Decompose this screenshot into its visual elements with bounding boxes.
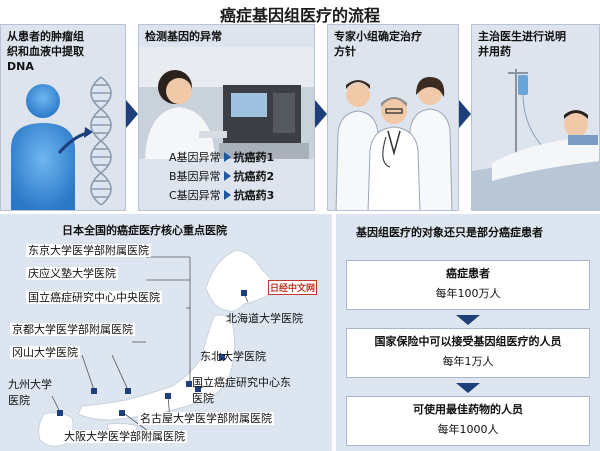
step-3-caption: 专家小组确定治疗 方针 — [334, 29, 422, 59]
flow-arrow-2 — [315, 100, 327, 128]
kyushu-line-1: 九州大学 — [8, 378, 52, 391]
funnel-title: 基因组医疗的对象还只是部分癌症患者 — [356, 226, 543, 239]
step-panel-extract-dna: 从患者的肿瘤组 织和血液中提取 DNA — [0, 24, 126, 211]
drug-2-label: 抗癌药2 — [233, 170, 275, 183]
human-dna-illustration — [11, 76, 112, 210]
funnel-level-1-label: 癌症患者 — [446, 267, 490, 280]
doctors-illustration — [335, 77, 453, 210]
step-1-line-3: DNA — [7, 60, 34, 73]
gene-c-label: C基因异常 — [169, 189, 221, 202]
patient-gown — [568, 135, 598, 145]
step-4-line-1: 主治医生进行说明 — [478, 30, 566, 43]
monitor-screen — [231, 93, 267, 117]
drug-1-label: 抗癌药1 — [233, 151, 275, 164]
gene-row-b: B基因异常抗癌药2 — [169, 169, 274, 184]
blanket — [492, 135, 599, 181]
hospital-kyushu-univ: 九州大学 医院 — [8, 378, 52, 407]
step-1-caption: 从患者的肿瘤组 织和血液中提取 DNA — [7, 29, 84, 74]
funnel-level-2-value: 每年1万人 — [442, 355, 494, 368]
funnel-level-3-label: 可使用最佳药物的人员 — [413, 403, 523, 416]
person-body-icon — [11, 123, 75, 210]
triangle-right-icon — [223, 152, 231, 162]
person-head-icon — [26, 84, 60, 118]
lab-coat — [145, 107, 215, 159]
hospital-map-section: 日本全国的癌症医疗核心重点医院 东京大学医学部附属医院 庆应义塾大学医院 国立癌… — [0, 214, 332, 451]
patient-funnel-section: 基因组医疗的对象还只是部分癌症患者 癌症患者 每年100万人 国家保险中可以接受… — [336, 214, 600, 451]
kyushu-line-2: 医院 — [8, 394, 30, 407]
hospital-kyoto-univ: 京都大学医学部附属医院 — [10, 323, 135, 336]
funnel-level-3: 可使用最佳药物的人员 每年1000人 — [346, 396, 590, 446]
nikkei-watermark-logo: 日经中文网 — [268, 280, 318, 295]
honshu-shape — [77, 314, 236, 421]
gene-row-a: A基因异常抗癌药1 — [169, 150, 274, 165]
triangle-right-icon — [223, 190, 231, 200]
step-panel-physician-treatment: 主治医生进行说明 并用药 — [471, 24, 600, 211]
page-title: 癌症基因组医疗的流程 — [219, 6, 380, 25]
step-2-caption: 检测基因的异常 — [145, 30, 222, 43]
hospital-okayama-univ: 冈山大学医院 — [10, 346, 80, 359]
hospital-tokyo-univ: 东京大学医学部附属医院 — [26, 244, 151, 257]
funnel-level-1: 癌症患者 每年100万人 — [346, 260, 590, 310]
funnel-level-2: 国家保险中可以接受基因组医疗的人员 每年1万人 — [346, 328, 590, 378]
flow-arrow-3 — [459, 100, 471, 128]
funnel-level-1-value: 每年100万人 — [435, 287, 501, 300]
gene-row-c: C基因异常抗癌药3 — [169, 188, 274, 203]
step-1-line-2: 织和血液中提取 — [7, 45, 84, 58]
step-panel-gene-test: 检测基因的异常 A基因异常抗癌药1 B基因异常抗癌药2 C基因异常抗癌药3 — [138, 24, 315, 211]
funnel-arrow-down-icon — [456, 383, 480, 393]
arrow-icon — [84, 127, 93, 138]
ncc-east-line-2: 医院 — [192, 392, 214, 405]
patient-in-bed-illustration — [472, 69, 599, 210]
hospitals-title: 日本全国的癌症医疗核心重点医院 — [62, 224, 227, 237]
hospital-nagoya-univ: 名古屋大学医学部附属医院 — [138, 412, 274, 425]
hospital-hokkaido-univ: 北海道大学医院 — [226, 312, 303, 325]
hospital-ncc-central: 国立癌症研究中心中央医院 — [26, 291, 162, 304]
hospital-ncc-east: 国立癌症研究中心东 医院 — [192, 376, 291, 405]
funnel-level-2-label: 国家保险中可以接受基因组医疗的人员 — [374, 335, 562, 348]
step-4-caption: 主治医生进行说明 并用药 — [478, 29, 566, 59]
triangle-right-icon — [223, 171, 231, 181]
step-3-line-1: 专家小组确定治疗 — [334, 30, 422, 43]
hospital-tohoku-univ: 东北大学医院 — [200, 350, 266, 363]
dna-helix-icon — [90, 76, 112, 206]
hospital-markers — [57, 290, 247, 416]
ncc-east-line-1: 国立癌症研究中心东 — [192, 376, 291, 389]
iv-bag-icon — [518, 75, 528, 95]
japan-map-illustration — [38, 249, 273, 447]
funnel-arrow-down-icon — [456, 315, 480, 325]
step-1-line-1: 从患者的肿瘤组 — [7, 30, 84, 43]
technician-face — [166, 78, 192, 104]
bed-icon — [472, 151, 599, 210]
hospital-osaka-univ: 大阪大学医学部附属医院 — [62, 430, 187, 443]
drug-3-label: 抗癌药3 — [233, 189, 275, 202]
step-panel-expert-team: 专家小组确定治疗 方针 — [327, 24, 459, 211]
gene-b-label: B基因异常 — [169, 170, 221, 183]
flow-arrow-1 — [126, 100, 138, 128]
stethoscope-icon — [382, 136, 391, 168]
patient-head-icon — [564, 113, 588, 137]
lab-technician-photo — [139, 47, 314, 159]
hokkaido-shape — [205, 249, 273, 312]
hospital-keio: 庆应义塾大学医院 — [26, 267, 118, 280]
funnel-level-3-value: 每年1000人 — [437, 423, 499, 436]
doctor-center-icon — [367, 97, 421, 210]
step-3-line-2: 方针 — [334, 45, 356, 58]
gene-a-label: A基因异常 — [169, 151, 221, 164]
step-4-line-2: 并用药 — [478, 45, 511, 58]
